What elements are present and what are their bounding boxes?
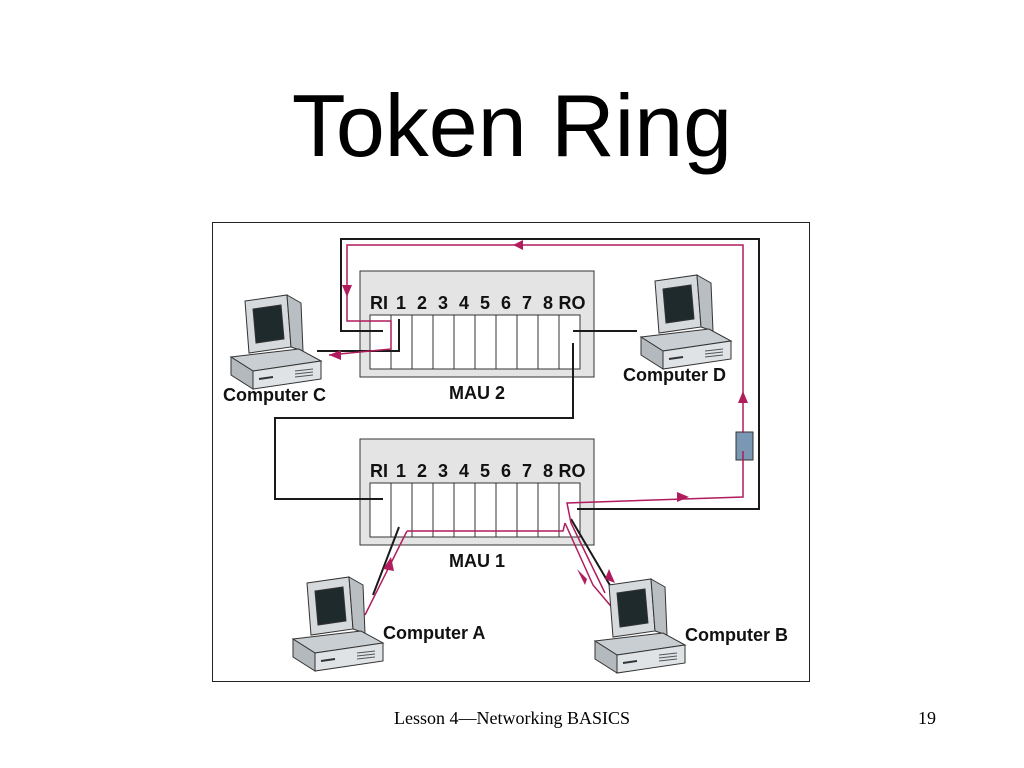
- mau-1-label: MAU 1: [449, 551, 505, 571]
- mau2-port-4: 4: [459, 293, 469, 313]
- mau1-port-5: 5: [480, 461, 490, 481]
- mau-1-port-labels: RI 1 2 3 4 5 6 7 8 RO: [370, 461, 586, 481]
- computer-a-label: Computer A: [383, 623, 485, 643]
- black-cables: [274, 238, 760, 596]
- mau-2: RI 1 2 3 4 5 6 7 8 RO MAU 2: [359, 270, 595, 403]
- slide-title: Token Ring: [291, 76, 733, 175]
- mau2-port-7: 7: [522, 293, 532, 313]
- diagram-svg: RI 1 2 3 4 5 6 7 8 RO MAU 2 RI 1 2 3: [223, 238, 788, 674]
- mau1-port-3: 3: [438, 461, 448, 481]
- mau2-port-8: 8: [543, 293, 553, 313]
- footer-lesson-text: Lesson 4—Networking BASICS: [393, 708, 630, 728]
- mau2-port-ri: RI: [370, 293, 388, 313]
- token-ring-arrows: [329, 240, 748, 585]
- mau1-port-ri: RI: [370, 461, 388, 481]
- computer-d-label: Computer D: [623, 365, 726, 385]
- mau1-port-2: 2: [417, 461, 427, 481]
- mau2-port-6: 6: [501, 293, 511, 313]
- repeater-box: [735, 431, 754, 461]
- mau2-port-3: 3: [438, 293, 448, 313]
- mau-1: RI 1 2 3 4 5 6 7 8 RO MAU 1: [359, 438, 595, 571]
- token-ring-path: [328, 244, 744, 616]
- mau1-port-8: 8: [543, 461, 553, 481]
- mau2-port-1: 1: [396, 293, 406, 313]
- mau1-port-1: 1: [396, 461, 406, 481]
- mau1-port-ro: RO: [559, 461, 586, 481]
- computer-a: Computer A: [292, 576, 485, 672]
- computer-b-label: Computer B: [685, 625, 788, 645]
- mau1-port-4: 4: [459, 461, 469, 481]
- token-ring-diagram: RI 1 2 3 4 5 6 7 8 RO MAU 2 RI 1 2 3: [212, 222, 810, 682]
- computer-c: Computer C: [223, 294, 326, 405]
- mau-2-label: MAU 2: [449, 383, 505, 403]
- mau2-port-5: 5: [480, 293, 490, 313]
- computer-d: Computer D: [623, 274, 732, 385]
- mau1-port-7: 7: [522, 461, 532, 481]
- computer-b: Computer B: [594, 578, 788, 674]
- computer-c-label: Computer C: [223, 385, 326, 405]
- page-number: 19: [918, 708, 936, 728]
- mau-2-port-labels: RI 1 2 3 4 5 6 7 8 RO: [370, 293, 586, 313]
- mau2-port-ro: RO: [559, 293, 586, 313]
- mau2-port-2: 2: [417, 293, 427, 313]
- mau1-port-6: 6: [501, 461, 511, 481]
